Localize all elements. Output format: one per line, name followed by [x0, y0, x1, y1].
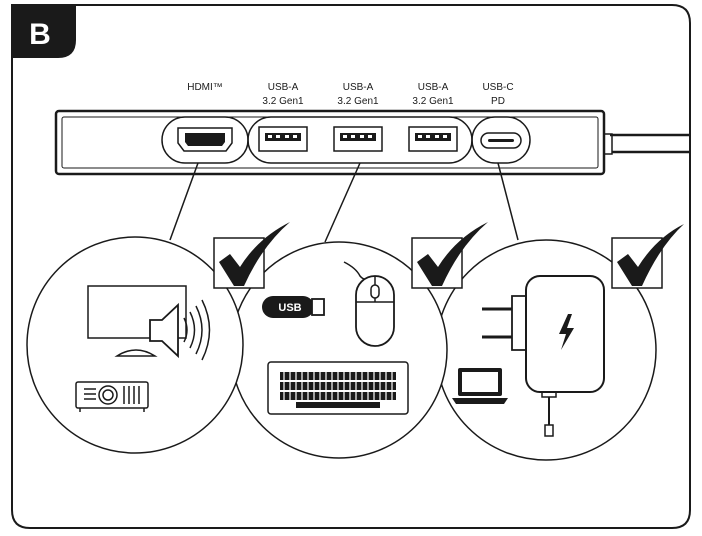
port-label-usb-c-type: USB-C	[482, 82, 513, 93]
checkmark-box-usb	[411, 222, 488, 289]
speaker-icon	[149, 299, 211, 361]
usb-a-port-1	[258, 126, 308, 152]
checkmark-icon	[417, 222, 488, 286]
hub-body	[54, 109, 690, 176]
port-label-usb-a-1-type: USB-A	[268, 82, 299, 93]
checkmark-box-display	[213, 222, 290, 289]
usb-stick-label: USB	[278, 302, 301, 314]
monitor-icon	[87, 285, 187, 357]
checkmark-icon	[219, 222, 290, 286]
keyboard-icon	[267, 361, 409, 415]
usb-devices: USB	[262, 261, 409, 415]
laptop-icon	[452, 368, 508, 404]
connector-lines	[169, 162, 519, 243]
panel-badge: B	[12, 5, 76, 58]
usb-a-port-2	[333, 126, 383, 152]
port-label-usb-c-pd: PD	[491, 96, 505, 107]
usb-stick-icon: USB	[262, 296, 325, 318]
panel-badge-letter: B	[29, 18, 51, 51]
usb-c-port	[471, 116, 531, 164]
mouse-icon	[343, 261, 395, 347]
port-label-usb-a-2-type: USB-A	[343, 82, 374, 93]
checkmark-icon	[617, 224, 684, 286]
port-label-usb-a-1-speed: 3.2 Gen1	[262, 96, 304, 107]
port-labels: HDMI™ USB-A 3.2 Gen1 USB-A 3.2 Gen1 USB-…	[187, 82, 513, 107]
checkmark-box-power	[611, 224, 684, 289]
display-devices	[75, 285, 211, 412]
port-label-usb-a-3-speed: 3.2 Gen1	[412, 96, 454, 107]
lightning-icon	[559, 314, 574, 350]
projector-icon	[75, 381, 149, 412]
power-devices	[452, 275, 605, 437]
port-label-hdmi: HDMI™	[187, 82, 223, 93]
port-label-usb-a-2-speed: 3.2 Gen1	[337, 96, 379, 107]
usb-a-port-3	[408, 126, 458, 152]
port-label-usb-a-3-type: USB-A	[418, 82, 449, 93]
